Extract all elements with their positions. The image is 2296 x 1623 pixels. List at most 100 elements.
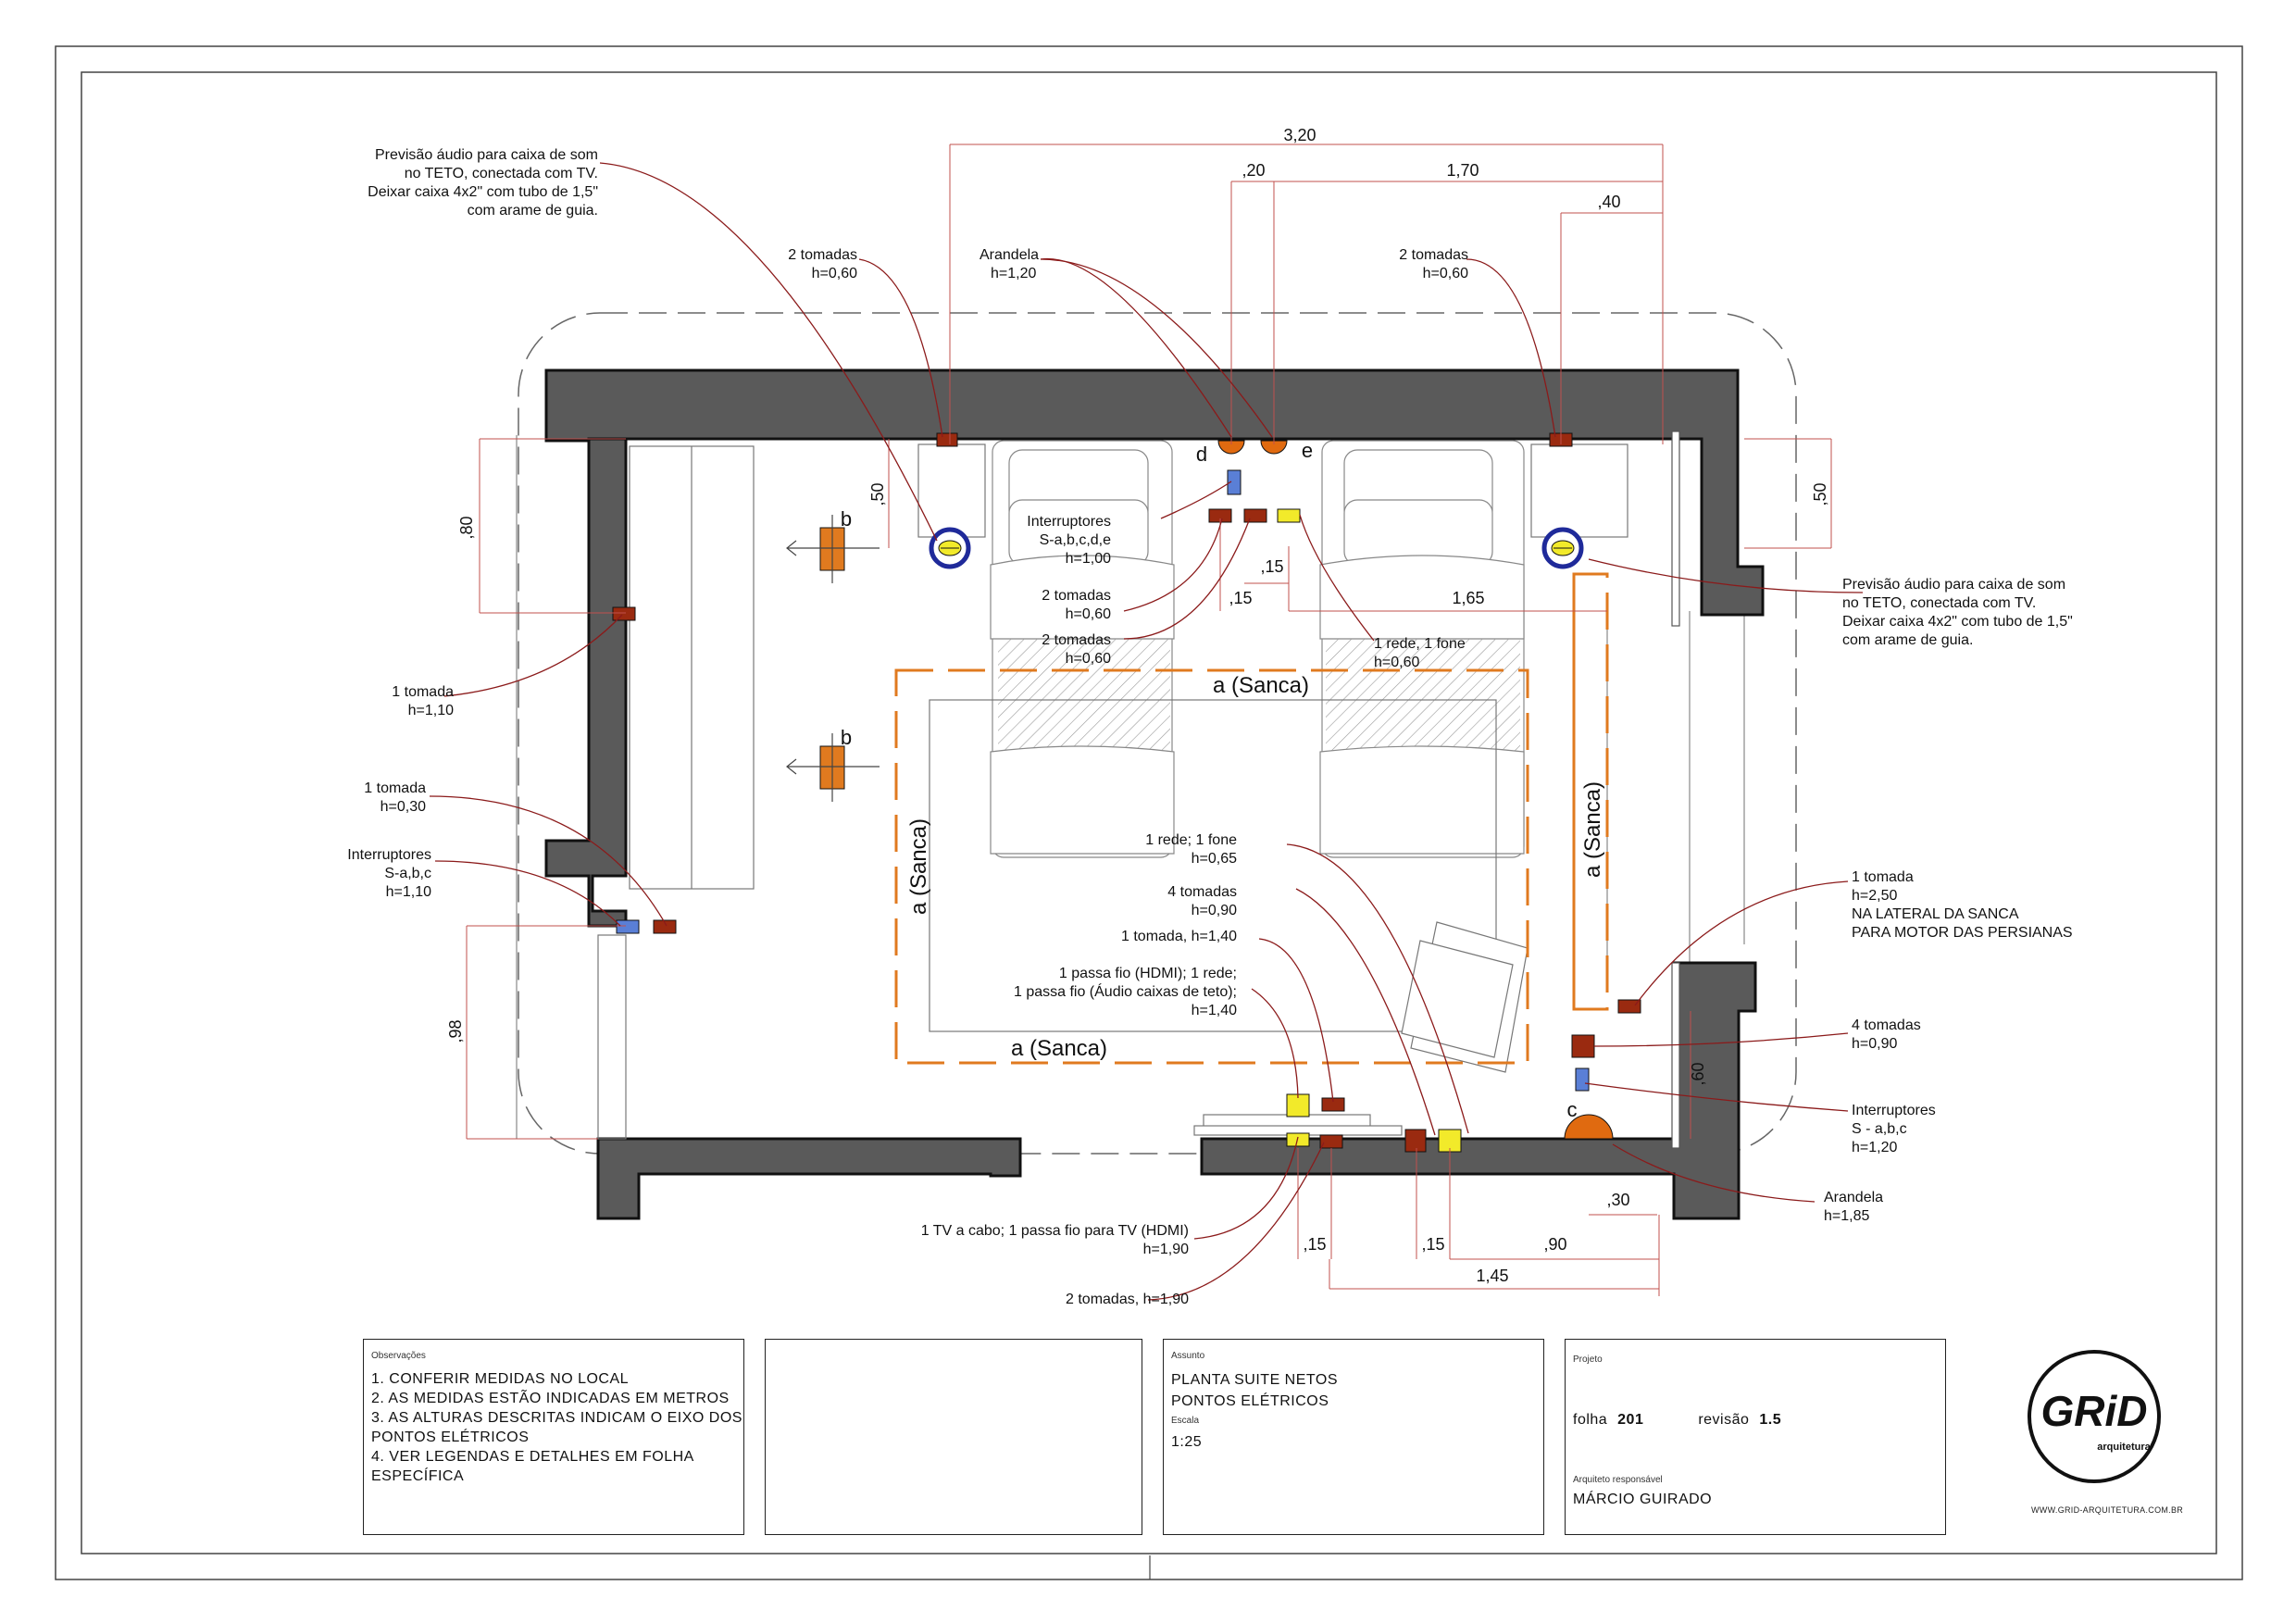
observacao-item: 1. CONFERIR MEDIDAS NO LOCAL (371, 1371, 630, 1387)
outlet-top-left (936, 432, 958, 447)
switch-center (1227, 469, 1242, 495)
observacoes-label: Observações (371, 1351, 426, 1361)
outlet-center-2 (1243, 508, 1267, 523)
label-passa-fio-2: 1 passa fio (Áudio caixas de teto); (1014, 982, 1237, 1000)
title-block-observacoes: Observações 1. CONFERIR MEDIDAS NO LOCAL… (363, 1339, 744, 1535)
circuit-markers: b b c d e (841, 439, 1578, 1121)
lamp-e (1260, 440, 1288, 455)
label-interruptores-left-3: h=1,10 (386, 884, 431, 900)
label-rede-fone-mid-2: h=0,65 (1192, 851, 1237, 867)
switch-right (1575, 1067, 1590, 1092)
label-rede-fone-mid-1: 1 rede; 1 fone (1145, 832, 1237, 848)
revisao-label: revisão (1698, 1412, 1750, 1428)
label-audio-left: Previsão áudio para caixa de som no TETO… (368, 147, 598, 218)
dim-top-20: ,20 (1242, 161, 1265, 180)
sanca-labels: a (Sanca) a (Sanca) a (Sanca) a (Sanca) (906, 673, 1605, 1061)
outlet-left-110 (612, 606, 636, 621)
outlet-right-4 (1571, 1034, 1595, 1058)
label-tomada-left-110-1: 1 tomada (392, 684, 454, 700)
label-tomadas-4-mid-2: h=0,90 (1192, 903, 1237, 918)
switches (616, 469, 1590, 1092)
label-interruptores-left-1: Interruptores (347, 847, 431, 863)
label-passa-fio-3: h=1,40 (1192, 1003, 1237, 1018)
wall-left (544, 437, 628, 928)
dim-left-98: ,98 (446, 1019, 465, 1042)
logo-mark: GRiD (2041, 1387, 2148, 1435)
label-rede-fone-top-2: h=0,60 (1374, 655, 1419, 670)
marker-b-upper: b (841, 507, 852, 531)
label-arandela-right-1: Arandela (1824, 1190, 1883, 1205)
label-tomada-left-030-2: h=0,30 (381, 799, 426, 815)
marker-d: d (1196, 443, 1207, 466)
observacao-item: PONTOS ELÉTRICOS (371, 1429, 530, 1445)
wall-bottom-left (596, 1137, 1022, 1220)
assunto-label: Assunto (1171, 1351, 1205, 1361)
outlet-left-030 (653, 919, 677, 934)
sanca (894, 572, 1609, 1065)
label-tomada-left-110-2: h=1,10 (408, 703, 454, 718)
bed-left (990, 440, 1175, 858)
label-arandela-top-1: Arandela (980, 247, 1039, 263)
dim-right-50: ,50 (1811, 482, 1829, 506)
label-tomadas-center-2b: h=0,60 (1066, 651, 1111, 667)
assunto-line-1: PLANTA SUITE NETOS (1171, 1372, 1339, 1388)
observacao-item: ESPECÍFICA (371, 1468, 465, 1484)
escala-value: 1:25 (1171, 1434, 1203, 1450)
dimension-lines (466, 144, 1832, 1296)
label-audio-right-4: com arame de guia. (1842, 632, 1973, 648)
wall-lamps (1217, 440, 1614, 1140)
label-audio-left-4: com arame de guia. (468, 203, 598, 218)
lamp-d (1217, 440, 1245, 455)
label-rede-fone-top-1: 1 rede, 1 fone (1374, 636, 1466, 652)
ceiling-outline (518, 312, 1797, 1155)
dim-top-total: 3,20 (1283, 126, 1316, 144)
dim-bot-15b: ,15 (1421, 1235, 1444, 1254)
label-audio-right-3: Deixar caixa 4x2" com tubo de 1,5" (1842, 614, 2073, 630)
logo-circle (2028, 1350, 2161, 1483)
sheet-inner-border (81, 71, 2217, 1554)
label-audio-left-2: no TETO, conectada com TV. (405, 166, 598, 181)
nightstands (917, 443, 1628, 538)
sanca-label-right: a (Sanca) (1580, 781, 1605, 878)
title-block-empty (765, 1339, 1142, 1535)
marker-e: e (1302, 439, 1313, 462)
outlet-bottom-3 (1404, 1129, 1427, 1153)
observacoes-list: 1. CONFERIR MEDIDAS NO LOCAL 2. AS MEDID… (371, 1369, 742, 1486)
label-passa-fio-1: 1 passa fio (HDMI); 1 rede; (1059, 966, 1237, 981)
dimension-labels: 3,20 ,20 1,70 ,40 ,80 ,50 ,98 ,50 ,60 ,1… (446, 126, 1829, 1285)
revisao-value: 1.5 (1759, 1412, 1782, 1428)
label-tomadas-top-left-1: 2 tomadas (788, 247, 857, 263)
label-tomadas-4-right-2: h=0,90 (1852, 1036, 1897, 1052)
label-interruptores-left-2: S-a,b,c (384, 866, 431, 881)
observacao-item: 4. VER LEGENDAS E DETALHES EM FOLHA (371, 1449, 694, 1465)
folha-row: folha 201 revisão 1.5 (1573, 1410, 1781, 1429)
label-tomada-140: 1 tomada, h=1,40 (1121, 929, 1237, 944)
dim-bot-15a: ,15 (1303, 1235, 1326, 1254)
label-tomadas-4-right-1: 4 tomadas (1852, 1017, 1921, 1033)
sanca-label-bottom: a (Sanca) (1011, 1036, 1107, 1061)
label-tomadas-190: 2 tomadas, h=1,90 (1066, 1292, 1189, 1307)
dim-top-170: 1,70 (1446, 161, 1479, 180)
observacao-item: 3. AS ALTURAS DESCRITAS INDICAM O EIXO D… (371, 1410, 742, 1426)
leader-lines (429, 162, 1864, 1301)
sheet-outer-border (55, 45, 2243, 1580)
armchair (1401, 921, 1529, 1073)
title-block-projeto: Projeto folha 201 revisão 1.5 Arquiteto … (1565, 1339, 1946, 1535)
light-b-lower (786, 733, 880, 802)
folha-label: folha (1573, 1412, 1608, 1428)
outlet-bottom-2 (1319, 1134, 1343, 1149)
arquiteto-value: MÁRCIO GUIRADO (1573, 1492, 1713, 1507)
dim-mid-165: 1,65 (1452, 589, 1484, 607)
window-right (1671, 431, 1680, 1149)
label-interruptores-right-1: Interruptores (1852, 1103, 1936, 1118)
website-url: WWW.GRID-ARQUITETURA.COM.BR (2031, 1505, 2184, 1515)
assunto-text: PLANTA SUITE NETOS PONTOS ELÉTRICOS (1171, 1369, 1338, 1412)
bed-right (1319, 440, 1525, 858)
folha-value: 201 (1617, 1412, 1644, 1428)
lamp-c (1564, 1114, 1614, 1140)
observacao-item: 2. AS MEDIDAS ESTÃO INDICADAS EM METROS (371, 1391, 730, 1406)
dim-right-60: ,60 (1689, 1062, 1707, 1085)
label-tomadas-top-right-2: h=0,60 (1423, 266, 1468, 281)
label-arandela-top-2: h=1,20 (991, 266, 1036, 281)
